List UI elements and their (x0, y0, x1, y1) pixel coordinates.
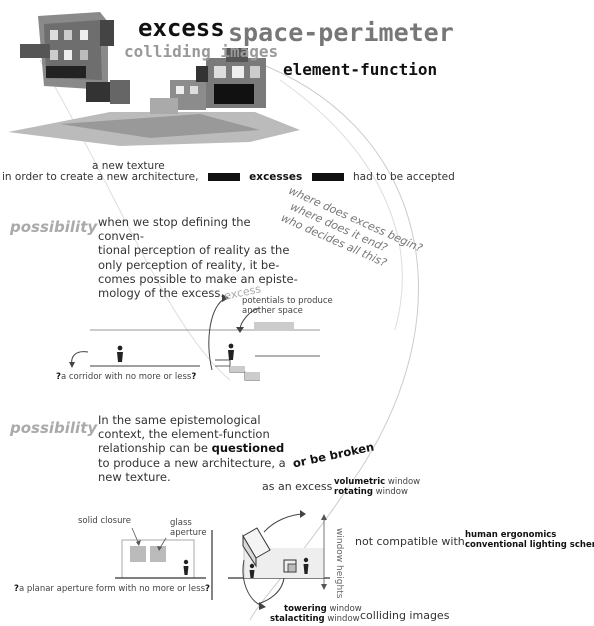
black-bar-right (311, 173, 344, 181)
conventional-lighting: conventional lighting scheme (465, 540, 594, 550)
planar-q-prefix: ? (14, 584, 19, 594)
volumetric-window-diagram (228, 510, 330, 610)
towering-label: towering window (270, 604, 362, 615)
towering-stalactiting-labels: towering window stalactiting window (270, 604, 362, 625)
rotating-word: rotating (334, 487, 373, 497)
rotating-window-label: rotating window (334, 487, 420, 497)
planar-caption: ?a planar aperture form with no more or … (14, 584, 210, 594)
window-word: window (375, 487, 408, 497)
solid-closure-label: solid closure (78, 516, 132, 526)
excess-window-types: volumetric window rotating window (334, 477, 420, 497)
stalactiting-label: stalactiting window (270, 613, 362, 625)
section2-line1: In the same epistemological (98, 413, 261, 427)
section1-line: comes possible to make an episte- (98, 271, 298, 286)
section2-line5: to produce a new architecture, a (98, 455, 286, 470)
towering-word: towering (284, 604, 327, 614)
collage-ground-dark (60, 114, 260, 138)
stalactiting-word: stalactiting (270, 613, 325, 624)
possibility-label-2: possibility (10, 419, 98, 437)
corridor-caption: ?a corridor with no more or less? (56, 372, 196, 382)
possibility-label-1: possibility (10, 218, 98, 236)
guide-arc-right (279, 79, 403, 331)
as-an-excess: as an excess (262, 480, 333, 493)
texture-line2-start: in order to create a new architecture, (2, 171, 199, 183)
glass-word: glass (170, 518, 192, 528)
glass-aperture-label: glass aperture (170, 518, 207, 538)
collage-building-right (150, 48, 266, 114)
section2-line2: context, the element-function (98, 427, 270, 442)
potentials-line1: potentials to produce (242, 296, 333, 306)
compat-list: human ergonomics conventional lighting s… (465, 530, 594, 550)
planar-text: a planar aperture form with no more or l… (18, 584, 206, 594)
human-ergonomics: human ergonomics (465, 530, 557, 540)
corridor-q-prefix: ? (56, 372, 61, 382)
window-word: window (387, 477, 421, 487)
colliding-images-caption: colliding images (360, 609, 450, 622)
section1-line: only perception of reality, it be- (98, 257, 280, 272)
potentials-line2: another space (242, 306, 303, 316)
texture-excesses: excesses (249, 171, 303, 183)
section2-line6: new texture. (98, 469, 171, 484)
diagram1-potentials: potentials to produce another space (242, 296, 333, 316)
window-word: window (329, 604, 362, 614)
corridor-diagram (69, 294, 320, 381)
guide-arc-large (249, 59, 419, 621)
corridor-text: a corridor with no more or less (60, 372, 192, 382)
volumetric-window-label: volumetric window (334, 477, 420, 487)
title-colliding-images: colliding images (124, 42, 279, 61)
section2-line3: relationship can be questioned (98, 441, 298, 455)
texture-line2-end: had to be accepted (352, 171, 455, 183)
guide-arc-left (39, 59, 231, 381)
black-bar-left (207, 173, 240, 181)
section2-questioned: questioned (211, 441, 285, 456)
corridor-q-suffix: ? (191, 372, 197, 382)
collage-building-left (20, 12, 130, 104)
section1-paragraph: when we stop defining the conven- tional… (98, 215, 298, 300)
section1-line: tional perception of reality as the (98, 243, 290, 258)
title-space-perimeter: space-perimeter (228, 18, 454, 47)
planar-q-suffix: ? (205, 584, 210, 594)
section1-line: when we stop defining the conven- (98, 215, 251, 244)
section2-line3-text: relationship can be (98, 441, 208, 456)
aperture-word: aperture (170, 528, 207, 538)
texture-line2: in order to create a new architecture, e… (2, 171, 455, 184)
window-heights-label: window heights (334, 528, 344, 599)
texture-line1: a new texture (92, 160, 165, 172)
volumetric-word: volumetric (334, 477, 386, 487)
planar-aperture-diagram (115, 527, 206, 579)
window-word: window (327, 613, 360, 624)
not-compatible-label: not compatible with (355, 535, 465, 548)
title-element-function: element-function (283, 60, 438, 79)
title-excess: excess (138, 14, 225, 42)
section2-paragraph: In the same epistemological context, the… (98, 413, 298, 484)
section1-line: mology of the excess. (98, 286, 225, 301)
